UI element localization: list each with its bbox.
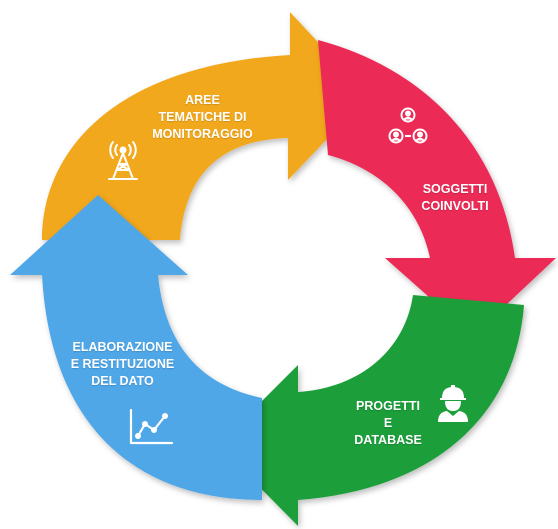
label-elaborazione-line-1: ELABORAZIONE	[72, 340, 173, 354]
label-progetti: PROGETTI E DATABASE	[338, 398, 438, 449]
label-aree-line-2: TEMATICHE DI	[158, 110, 247, 124]
label-aree-line-3: MONITORAGGIO	[152, 127, 253, 141]
antenna-tower-icon	[108, 141, 138, 180]
label-progetti-line-2: E	[383, 416, 393, 430]
engineer-icon	[438, 385, 468, 422]
label-soggetti: SOGGETTI COINVOLTI	[400, 181, 510, 215]
line-chart-icon	[129, 408, 174, 445]
label-elaborazione-line-3: DEL DATO	[91, 374, 154, 388]
label-aree: AREE TEMATICHE DI MONITORAGGIO	[130, 92, 275, 143]
label-elaborazione: ELABORAZIONE E RESTITUZIONE DEL DATO	[55, 339, 190, 390]
label-aree-line-1: AREE	[185, 93, 220, 107]
arrow-aree	[42, 12, 368, 240]
arrow-elaborazione	[10, 195, 262, 500]
label-soggetti-line-1: SOGGETTI	[422, 182, 488, 196]
label-elaborazione-line-2: E RESTITUZIONE	[70, 357, 175, 371]
network-users-icon	[388, 107, 428, 144]
arrow-soggetti	[318, 40, 556, 336]
label-progetti-line-1: PROGETTI	[356, 399, 420, 413]
label-soggetti-line-2: COINVOLTI	[421, 199, 489, 213]
label-progetti-line-3: DATABASE	[354, 433, 422, 447]
arrow-progetti	[218, 295, 524, 526]
